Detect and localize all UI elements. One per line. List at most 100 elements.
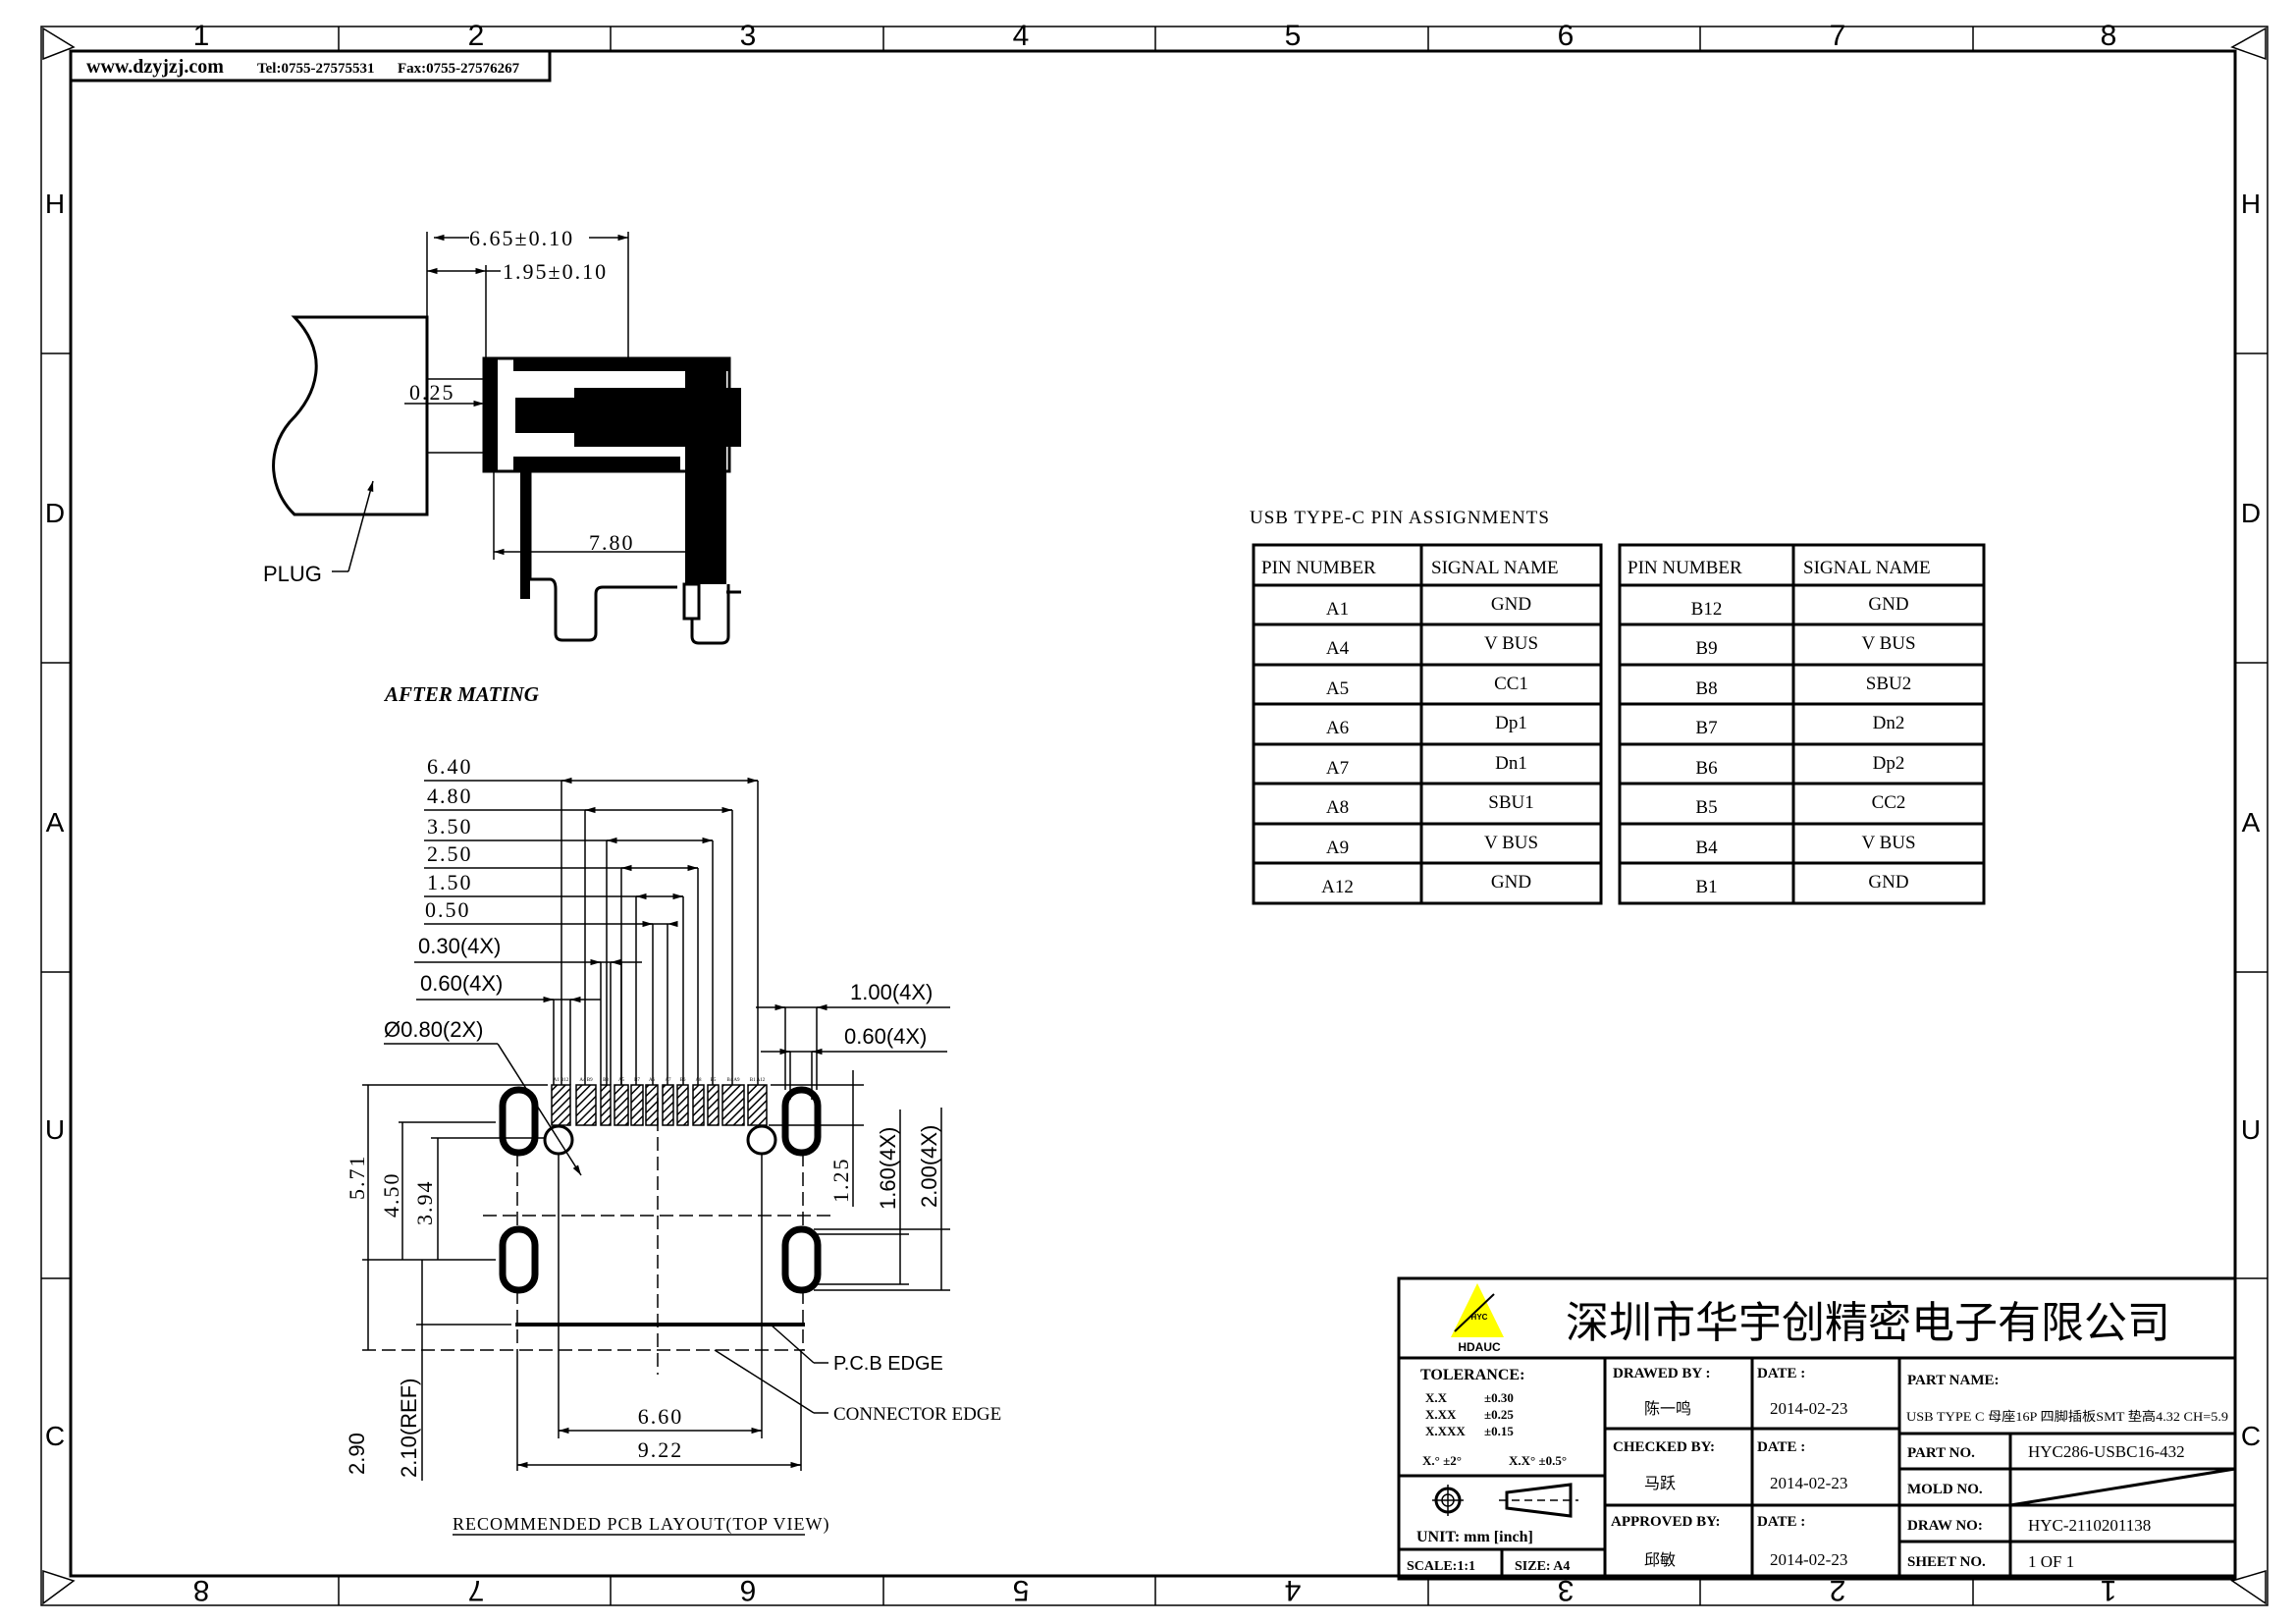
dim-gap: 0.25: [409, 380, 455, 405]
header-signal-name: SIGNAL NAME: [1803, 558, 1931, 578]
signal-name-cell: V BUS: [1861, 633, 1915, 654]
row-label: D: [2241, 498, 2261, 528]
signal-name-cell: SBU2: [1866, 674, 1911, 694]
column-label: 6: [1558, 20, 1575, 52]
part-no-value: HYC286-USBC16-432: [2028, 1442, 2185, 1461]
column-label: 6: [740, 1574, 757, 1606]
row-label: D: [45, 498, 65, 528]
dim-1-50: 1.50: [427, 870, 473, 894]
mounting-slot: [499, 1086, 539, 1157]
tol-xx: X.XX: [1425, 1407, 1457, 1422]
pin-number-cell: A8: [1326, 797, 1349, 818]
dim-0-60-4x-right: 0.60(4X): [844, 1024, 927, 1049]
signal-name-cell: GND: [1491, 594, 1531, 615]
column-label: 1: [193, 20, 210, 52]
checked-by-name: 马跃: [1644, 1475, 1676, 1492]
mounting-slot: [781, 1225, 822, 1294]
column-label: 4: [1285, 1574, 1302, 1606]
row-label: A: [2242, 807, 2261, 838]
row-label: U: [2241, 1114, 2261, 1145]
approved-by-date: 2014-02-23: [1770, 1550, 1847, 1569]
drawed-by-label: DRAWED BY :: [1613, 1366, 1710, 1381]
scale-text: SCALE:1:1: [1407, 1559, 1475, 1574]
frame-column-labels-top: 1 2 3 4 5 6 7 8: [193, 20, 2117, 52]
signal-name-cell: SBU1: [1488, 792, 1533, 813]
approved-by-label: APPROVED BY:: [1611, 1514, 1721, 1530]
column-label: 8: [193, 1574, 210, 1606]
smt-pad: [676, 1084, 689, 1126]
pin-number-cell: B6: [1695, 758, 1717, 779]
column-label: 8: [2101, 20, 2117, 52]
dim-5-71: 5.71: [345, 1155, 369, 1201]
tol-xxx-val: ±0.15: [1484, 1424, 1514, 1438]
tel-text: Tel:0755-27575531: [257, 61, 374, 77]
pin-number-cell: A12: [1321, 877, 1354, 897]
signal-name-cell: V BUS: [1484, 833, 1538, 853]
signal-name-cell: CC1: [1494, 674, 1528, 694]
part-name-value: USB TYPE C 母座16P 四脚插板SMT 垫高4.32 CH=5.9: [1906, 1409, 2228, 1424]
contact-header: www.dzyjzj.com Tel:0755-27575531 Fax:075…: [69, 49, 552, 82]
website-text: www.dzyjzj.com: [86, 56, 224, 78]
size-text: SIZE: A4: [1515, 1559, 1570, 1574]
pad-label: B8: [603, 1078, 609, 1083]
plug-label: PLUG: [263, 562, 322, 586]
header-signal-name: SIGNAL NAME: [1431, 558, 1559, 578]
dimension-line: [714, 1349, 815, 1414]
tol-x: X.X: [1425, 1390, 1448, 1405]
signal-name-cell: V BUS: [1861, 833, 1915, 853]
pin-number-cell: A9: [1326, 838, 1349, 858]
tol-xxx: X.XXX: [1425, 1424, 1466, 1438]
frame-column-labels-bottom: 8 7 6 5 4 3 2 1: [193, 1574, 2117, 1606]
tol-angle-1: X.° ±2°: [1422, 1453, 1462, 1468]
pin-number-cell: B8: [1695, 678, 1717, 699]
checked-by-label: CHECKED BY:: [1613, 1439, 1715, 1455]
smt-pad: [645, 1084, 659, 1126]
smt-pad: [707, 1084, 720, 1126]
dim-6-60: 6.60: [638, 1404, 684, 1429]
pcb-edge-label: P.C.B EDGE: [833, 1353, 943, 1375]
dim-1-60-4x: 1.60(4X): [876, 1127, 900, 1210]
date-label: DATE :: [1757, 1366, 1805, 1381]
column-label: 3: [740, 20, 757, 52]
side-view-after-mating: 6.65±0.10 1.95±0.10 0.25 7.80 PLUG AFTER…: [263, 226, 741, 706]
row-label: U: [45, 1114, 65, 1145]
row-label: C: [45, 1421, 65, 1451]
table-border: [1252, 543, 1603, 905]
part-no-label: PART NO.: [1907, 1445, 1975, 1461]
smt-pad: [575, 1084, 597, 1126]
pad-label: B1 A12: [750, 1078, 766, 1083]
pin-number-cell: A1: [1326, 599, 1349, 620]
pin-number-cell: B7: [1695, 718, 1717, 738]
dimension-line: [497, 1043, 582, 1176]
smt-pad: [630, 1084, 644, 1126]
pad-label: A7: [665, 1078, 671, 1083]
dim-6-40: 6.40: [427, 754, 473, 779]
pin-number-cell: B1: [1695, 877, 1717, 897]
mounting-slot: [781, 1086, 822, 1157]
dim-0-80-2x: Ø0.80(2X): [384, 1017, 484, 1042]
dim-0-50: 0.50: [425, 897, 471, 922]
approved-by-name: 邱敏: [1644, 1551, 1676, 1569]
mold-no-label: MOLD NO.: [1907, 1482, 1983, 1497]
dim-2-50: 2.50: [427, 841, 473, 866]
pin-number-cell: B9: [1695, 638, 1717, 659]
column-label: 7: [1830, 20, 1846, 52]
smt-pad: [614, 1084, 629, 1126]
dim-0-60-4x: 0.60(4X): [420, 971, 503, 996]
pad-label: A8: [695, 1078, 702, 1083]
signal-name-cell: Dp2: [1873, 753, 1905, 774]
signal-name-cell: GND: [1868, 872, 1908, 893]
smt-pad: [692, 1084, 705, 1126]
draw-no-value: HYC-2110201138: [2028, 1516, 2151, 1535]
signal-name-cell: GND: [1868, 594, 1908, 615]
pin-number-cell: A6: [1326, 718, 1349, 738]
sheet-no-value: 1 OF 1: [2028, 1552, 2074, 1571]
dim-front: 1.95±0.10: [503, 259, 608, 284]
pin-number-cell: A5: [1326, 678, 1349, 699]
svg-text:HYC: HYC: [1471, 1313, 1488, 1322]
header-pin-number: PIN NUMBER: [1261, 558, 1376, 578]
